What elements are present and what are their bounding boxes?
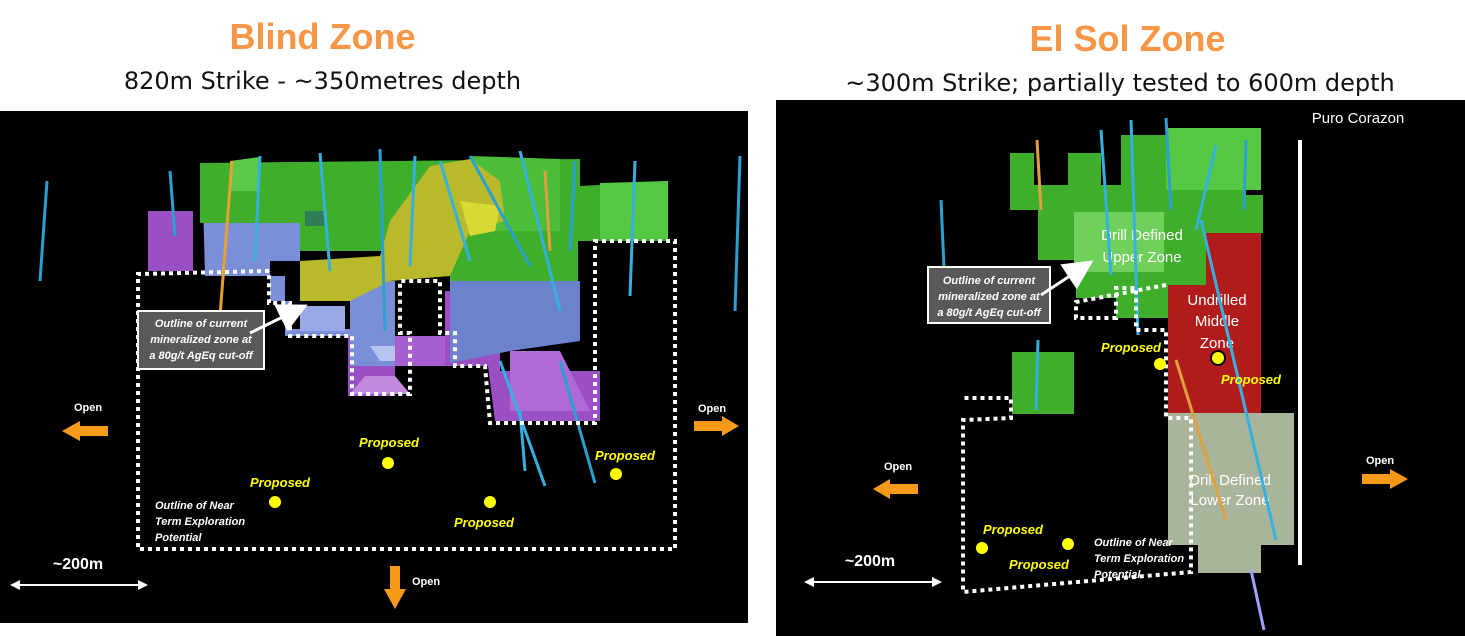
lower-zone-label-2: Lower Zone [1190,492,1269,509]
svg-text:Open: Open [412,576,440,588]
proposed-label-1: Proposed [359,435,420,450]
middle-zone-label-3: Zone [1200,335,1234,352]
open-down-arrow: Open [384,566,440,609]
middle-zone-label-1: Undrilled [1187,292,1246,309]
open-left-arrow: Open [62,402,108,441]
middle-zone-label-2: Middle [1195,313,1239,330]
open-right-arrow: Open [1362,455,1408,489]
callout-line-1: Outline of current [943,275,1037,287]
proposed-label-1: Proposed [1101,340,1162,355]
proposed-label-4: Proposed [454,515,515,530]
svg-text:Open: Open [74,402,102,414]
proposed-label-3: Proposed [983,522,1044,537]
scale-bar: ~200m [10,556,148,590]
mineralized-zone-callout: Outline of current mineralized zone at a… [927,260,1094,324]
proposed-label-4: Proposed [1009,557,1070,572]
el-sol-zone-section-view: Drill Defined Lower Zone Undrilled Middl… [776,100,1465,636]
open-left-arrow: Open [873,461,918,499]
near-term-exploration-outline [136,239,677,551]
drill-traces [939,117,1278,631]
callout-line-2: mineralized zone at [150,334,253,346]
drill-defined-lower-zone: Drill Defined Lower Zone [1168,413,1294,573]
lower-zone-label-1: Drill Defined [1189,472,1271,489]
upper-zone-label-2: Upper Zone [1102,249,1181,266]
puro-corazon-line: Puro Corazon [1298,110,1405,565]
mineralized-zone-callout: Outline of current mineralized zone at a… [137,304,308,370]
svg-text:Outline of Near: Outline of Near [155,500,235,512]
svg-text:~200m: ~200m [845,553,895,570]
undrilled-middle-zone: Undrilled Middle Zone [1168,233,1261,413]
blind-zone-section-view: Outline of current mineralized zone at a… [0,111,748,623]
right-zone-title: El Sol Zone [1029,18,1226,59]
near-term-exploration-outline [961,283,1193,595]
svg-text:Potential: Potential [1094,569,1141,581]
proposed-label-2: Proposed [250,475,311,490]
svg-text:Open: Open [1366,455,1394,467]
svg-text:~200m: ~200m [53,556,103,573]
outline-label: Outline of Near Term Exploration Potenti… [155,500,245,544]
callout-line-2: mineralized zone at [938,291,1041,303]
svg-text:Open: Open [698,403,726,415]
svg-text:Potential: Potential [155,532,202,544]
puro-corazon-label: Puro Corazon [1312,110,1405,127]
yellow-mineralized-shape [300,159,505,301]
scale-bar: ~200m [804,553,942,587]
svg-text:Term Exploration: Term Exploration [155,516,245,528]
open-right-arrow: Open [694,403,739,436]
blue-mineralized-shape [203,201,580,366]
callout-line-1: Outline of current [155,318,249,330]
svg-text:Term Exploration: Term Exploration [1094,553,1184,565]
svg-text:Open: Open [884,461,912,473]
callout-line-3: a 80g/t AgEq cut-off [149,350,254,362]
upper-zone-label-1: Drill Defined [1101,227,1183,244]
outline-label: Outline of Near Term Exploration Potenti… [1094,537,1184,581]
proposed-label-2: Proposed [1221,372,1282,387]
left-zone-title: Blind Zone [229,16,416,57]
proposed-holes: Proposed Proposed Proposed Proposed [250,435,656,530]
callout-line-3: a 80g/t AgEq cut-off [937,307,1042,319]
svg-text:Outline of Near: Outline of Near [1094,537,1174,549]
proposed-holes: Proposed Proposed Proposed Proposed [976,340,1282,572]
proposed-label-3: Proposed [595,448,656,463]
left-zone-subtitle: 820m Strike - ~350metres depth [123,67,522,95]
right-zone-subtitle: ~300m Strike; partially tested to 600m d… [845,69,1395,97]
